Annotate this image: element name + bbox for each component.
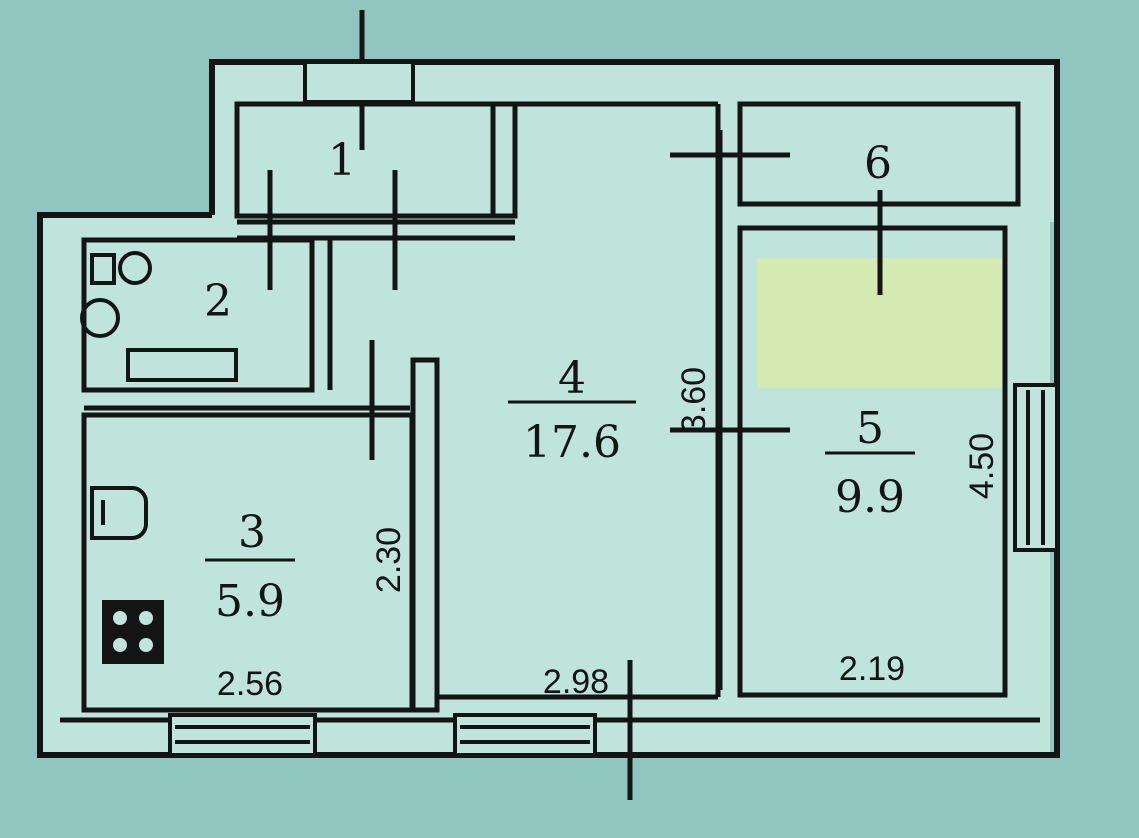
room-number-4: 4 (558, 353, 586, 404)
sink-icon (80, 298, 120, 338)
room-number-6: 6 (864, 138, 892, 189)
dimension-kitchen-depth: 2.30 (370, 527, 408, 593)
room-number-5: 5 (856, 403, 884, 454)
room-area-4: 17.6 (523, 417, 621, 468)
dimension-kitchen-width: 2.56 (217, 665, 283, 703)
room-number-2: 2 (204, 276, 232, 327)
dimension-bedroom-width: 2.19 (839, 650, 905, 688)
kitchen-sink-icon (90, 486, 148, 540)
room-number-1: 1 (328, 135, 356, 186)
dimension-living-width: 2.98 (543, 663, 609, 701)
room-area-3: 5.9 (215, 576, 285, 627)
dimension-living-depth: 3.60 (675, 367, 713, 433)
room-area-5: 9.9 (835, 472, 905, 523)
outer-walls (37, 59, 1060, 758)
window-icon (168, 60, 1059, 757)
toilet-icon (90, 251, 152, 285)
bathtub-icon (126, 348, 238, 382)
stove-icon (102, 600, 164, 664)
dimension-bedroom-depth: 4.50 (963, 433, 1001, 499)
room-number-3: 3 (238, 507, 266, 558)
